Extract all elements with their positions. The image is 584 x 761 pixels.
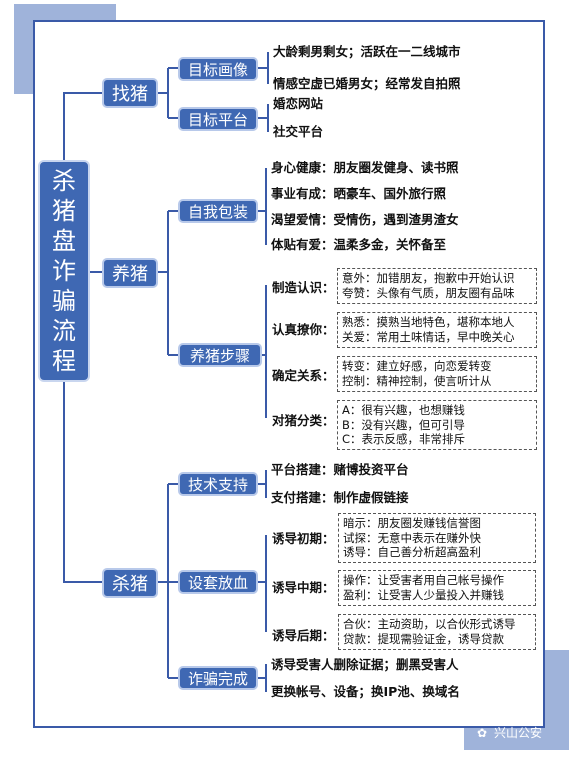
trap-label: 诱导中期： [272, 580, 335, 595]
root-char: 流 [52, 317, 76, 345]
trap-detail-line: 盈利：让受害人少量投入并赚钱 [343, 587, 504, 602]
diagram-frame [33, 20, 545, 728]
step-detail-box: A：很有兴趣，也想赚钱 B：没有兴趣，但可引导 C：表示反感，非常排斥 [337, 400, 537, 450]
step-detail-line: 转变：建立好感，向恋爱转变 [342, 359, 492, 373]
root-char: 诈 [52, 257, 76, 285]
step-label: 确定关系： [272, 368, 335, 383]
trap-detail-line: 合伙：主动资助，以合伙形式诱导 [343, 617, 516, 631]
node-tech-support: 技术支持 [178, 472, 258, 496]
trap-detail-line: 贷款：提现需验证金，诱导贷款 [343, 631, 504, 646]
trap-detail-line: 暗示：朋友圈发赚钱信誉图 [343, 516, 481, 530]
root-title: 杀 猪 盘 诈 骗 流 程 [38, 160, 90, 382]
step-detail-line: 关爱：常用土味情话，早中晚关心 [342, 329, 515, 344]
tech-text-1: 平台搭建：赌博投资平台 [271, 462, 409, 477]
trap-detail-box: 合伙：主动资助，以合伙形式诱导 贷款：提现需验证金，诱导贷款 [338, 614, 536, 650]
node-fraud-complete: 诈骗完成 [178, 666, 258, 690]
done-text-2: 更换帐号、设备；换IP池、换域名 [271, 684, 460, 699]
step-detail-line: 控制：精神控制，使言听计从 [342, 373, 492, 388]
step-label: 认真撩你： [272, 322, 335, 337]
trap-label: 诱导初期： [272, 531, 335, 546]
node-kill-pig: 杀猪 [102, 568, 158, 598]
trap-detail-line: 诱导：自己善分析超高盈利 [343, 545, 481, 559]
step-detail-box: 熟悉：摸熟当地特色，堪称本地人 关爱：常用土味情话，早中晚关心 [337, 312, 537, 348]
root-char: 杀 [52, 167, 76, 195]
trap-label: 诱导后期： [272, 628, 335, 643]
platform-text-1: 婚恋网站 [273, 96, 324, 111]
node-raise-pig: 养猪 [102, 258, 158, 288]
root-char: 骗 [52, 287, 76, 315]
node-find-pig: 找猪 [102, 78, 158, 108]
tech-text-2: 支付搭建：制作虚假链接 [271, 490, 409, 505]
step-detail-line: C：表示反感，非常排斥 [342, 432, 466, 446]
step-detail-line: B：没有兴趣，但可引导 [342, 417, 465, 432]
step-detail-box: 转变：建立好感，向恋爱转变 控制：精神控制，使言听计从 [337, 356, 537, 392]
trap-detail-box: 操作：让受害者用自己帐号操作 盈利：让受害人少量投入并赚钱 [338, 570, 536, 606]
step-detail-line: 熟悉：摸熟当地特色，堪称本地人 [342, 315, 515, 329]
trap-detail-line: 试探：无意中表示在赚外快 [343, 530, 481, 545]
step-detail-line: A：很有兴趣，也想赚钱 [342, 403, 465, 417]
profile-text-1: 大龄剩男剩女；活跃在一二线城市 [273, 44, 461, 59]
node-self-packaging: 自我包装 [178, 199, 258, 223]
node-raising-steps: 养猪步骤 [178, 343, 262, 367]
watermark: 兴山公安 [494, 726, 543, 740]
step-label: 对猪分类： [272, 413, 335, 428]
node-set-trap: 设套放血 [178, 570, 258, 594]
root-char: 盘 [52, 227, 76, 255]
packaging-text-3: 渴望爱情：受情伤，遇到渣男渣女 [271, 212, 459, 227]
node-target-platform: 目标平台 [178, 107, 258, 131]
wechat-icon: ✿ [477, 726, 488, 740]
trap-detail-line: 操作：让受害者用自己帐号操作 [343, 573, 504, 587]
platform-text-2: 社交平台 [273, 124, 324, 139]
step-detail-line: 意外：加错朋友，抱歉中开始认识 [342, 271, 515, 285]
node-target-profile: 目标画像 [178, 57, 258, 81]
packaging-text-1: 身心健康：朋友圈发健身、读书照 [271, 160, 459, 175]
trap-detail-box: 暗示：朋友圈发赚钱信誉图 试探：无意中表示在赚外快 诱导：自己善分析超高盈利 [338, 513, 536, 563]
done-text-1: 诱导受害人删除证据；删黑受害人 [271, 657, 459, 672]
packaging-text-4: 体贴有爱：温柔多金，关怀备至 [271, 237, 447, 252]
packaging-text-2: 事业有成：晒豪车、国外旅行照 [271, 186, 447, 201]
step-detail-box: 意外：加错朋友，抱歉中开始认识 夸赞：头像有气质，朋友圈有品味 [337, 268, 537, 304]
step-detail-line: 夸赞：头像有气质，朋友圈有品味 [342, 285, 515, 300]
root-char: 猪 [52, 197, 76, 225]
profile-text-2: 情感空虚已婚男女；经常发自拍照 [273, 76, 461, 91]
step-label: 制造认识： [272, 280, 335, 295]
root-char: 程 [52, 347, 76, 375]
